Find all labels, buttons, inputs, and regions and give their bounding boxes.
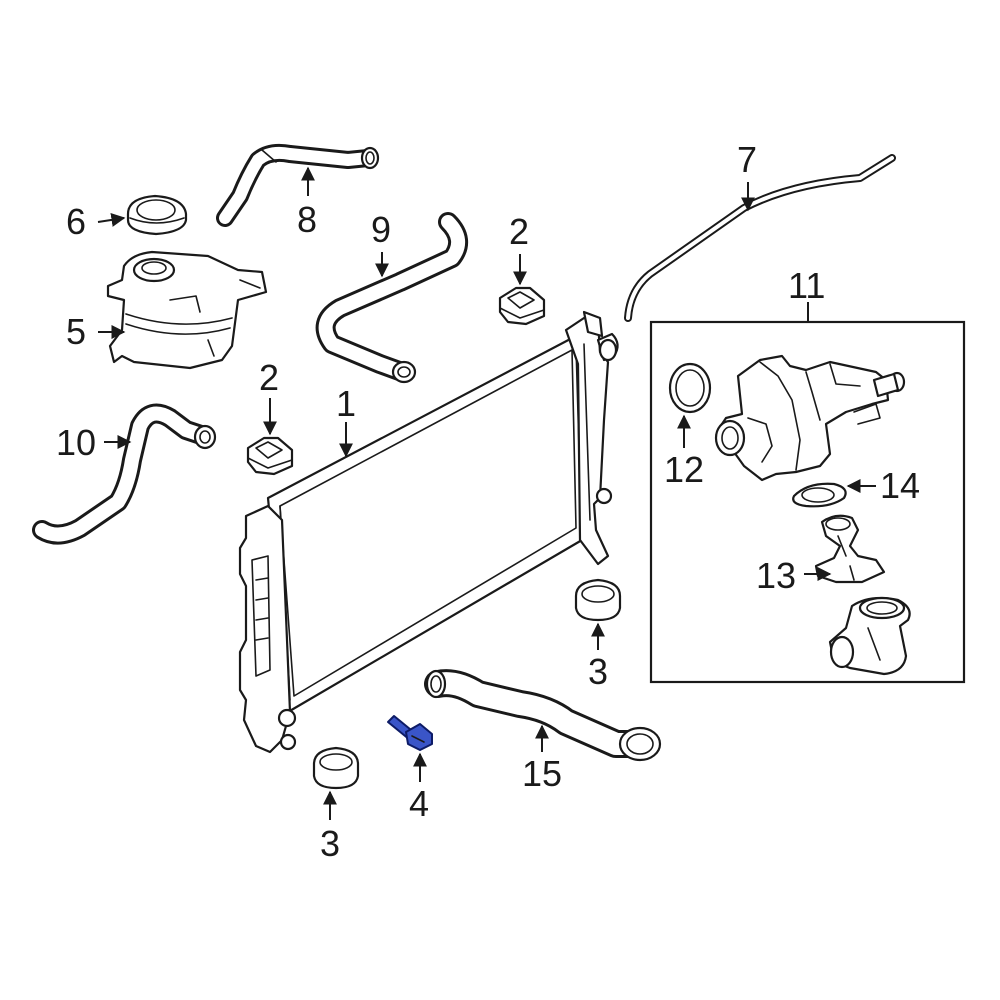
callout-11: 11 <box>788 265 825 306</box>
callout-14: 14 <box>880 465 920 506</box>
thermostat[interactable] <box>814 514 886 584</box>
callout-10: 10 <box>56 422 96 463</box>
radiator-bolt[interactable] <box>387 715 433 751</box>
lower-radiator-hose[interactable] <box>424 669 662 762</box>
callout-3-left: 3 <box>320 823 340 864</box>
housing-gasket[interactable] <box>792 482 847 508</box>
overflow-tube[interactable] <box>624 154 896 322</box>
callout-2-upper: 2 <box>509 211 529 252</box>
callout-15: 15 <box>522 753 562 794</box>
radiator[interactable] <box>238 310 619 754</box>
water-outlet[interactable] <box>828 596 911 676</box>
callout-6: 6 <box>66 201 86 242</box>
callout-12: 12 <box>664 449 704 490</box>
upper-hose[interactable] <box>216 143 380 227</box>
callout-9: 9 <box>371 209 391 250</box>
coolant-reservoir[interactable] <box>106 250 268 370</box>
radiator-hose[interactable] <box>315 212 468 384</box>
callout-1: 1 <box>336 383 356 424</box>
mount-insulator-upper[interactable] <box>498 286 546 326</box>
callout-8: 8 <box>297 199 317 240</box>
housing-o-ring[interactable] <box>668 362 712 414</box>
thermostat-housing[interactable] <box>714 354 906 482</box>
reservoir-cap[interactable] <box>126 194 188 236</box>
callout-2-left: 2 <box>259 357 279 398</box>
callout-4: 4 <box>409 783 429 824</box>
coolant-hose[interactable] <box>32 403 217 545</box>
callout-7: 7 <box>737 139 757 180</box>
lower-insulator-left[interactable] <box>312 746 360 790</box>
lower-insulator-right[interactable] <box>574 578 622 622</box>
callout-13: 13 <box>756 555 796 596</box>
callout-5: 5 <box>66 311 86 352</box>
callout-3-right: 3 <box>588 651 608 692</box>
mount-insulator-left[interactable] <box>246 436 294 476</box>
